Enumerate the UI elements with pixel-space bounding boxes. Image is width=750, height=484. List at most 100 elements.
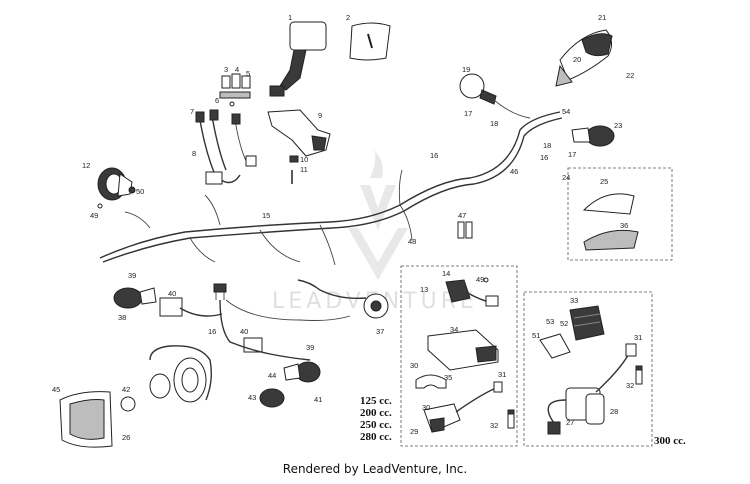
callout-41: 41 [314, 395, 322, 404]
callout-40a: 40 [168, 289, 176, 298]
callout-2: 2 [346, 13, 350, 22]
callout-31a: 31 [498, 370, 506, 379]
callout-26: 26 [122, 433, 130, 442]
bulb-42 [120, 396, 136, 412]
callout-30a: 30 [410, 361, 418, 370]
leadventure-watermark-logo [348, 150, 408, 280]
callout-17b: 17 [568, 150, 576, 159]
engine-size-200: 200 cc. [360, 407, 392, 419]
callout-29: 29 [410, 427, 418, 436]
bracket-51-part [539, 333, 571, 359]
callout-42: 42 [122, 385, 130, 394]
callout-16a: 16 [430, 151, 438, 160]
bracket-part [267, 109, 331, 157]
callout-6: 6 [215, 96, 219, 105]
callout-22: 22 [626, 71, 634, 80]
main-wiring-harness [99, 111, 563, 266]
callout-44: 44 [268, 371, 276, 380]
callout-35: 35 [444, 373, 452, 382]
relay-40-part [159, 297, 263, 353]
relay-fuse-parts [219, 73, 251, 107]
callout-27: 27 [566, 418, 574, 427]
cdi-unit-part [427, 329, 499, 371]
callout-23: 23 [614, 121, 622, 130]
callout-28: 28 [610, 407, 618, 416]
headlight-45 [59, 391, 113, 448]
callout-10: 10 [300, 155, 308, 164]
callout-49a: 49 [90, 211, 98, 220]
callout-50: 50 [136, 187, 144, 196]
callout-34: 34 [450, 325, 458, 334]
callout-32b: 32 [626, 381, 634, 390]
headlight-bracket [149, 345, 213, 403]
callout-16c: 16 [540, 153, 548, 162]
footer-credit: Rendered by LeadVenture, Inc. [282, 462, 468, 476]
turn-signal-44 [283, 361, 321, 383]
turn-signal-23 [571, 125, 615, 147]
callout-39b: 39 [306, 343, 314, 352]
callout-7: 7 [190, 107, 194, 116]
coil-cover-part [349, 22, 391, 61]
callout-18b: 18 [543, 141, 551, 150]
engine-size-300: 300 cc. [654, 435, 686, 447]
cdi-unit-300-part [569, 305, 605, 341]
callout-5: 5 [246, 69, 250, 78]
callout-31b: 31 [634, 333, 642, 342]
callout-1: 1 [288, 13, 292, 22]
callout-49b: 49 [476, 275, 484, 284]
clip-parts-10-11 [289, 155, 299, 184]
callout-13: 13 [420, 285, 428, 294]
callout-labels: 1 2 3 4 5 6 7 8 9 10 11 12 13 14 15 16 1… [52, 13, 642, 442]
engine-size-labels-left: 125 cc. 200 cc. 250 cc. 280 cc. [360, 395, 392, 443]
engine-size-125: 125 cc. [360, 395, 392, 407]
engine-size-250: 250 cc. [360, 419, 392, 431]
callout-52: 52 [560, 319, 568, 328]
coil-bracket-part [415, 374, 447, 389]
callout-40b: 40 [240, 327, 248, 336]
callout-33: 33 [570, 296, 578, 305]
callout-20: 20 [573, 55, 581, 64]
sub-harness-part [195, 109, 257, 185]
callout-32a: 32 [490, 421, 498, 430]
callout-54: 54 [562, 107, 570, 116]
cover-25-part [582, 193, 639, 251]
callout-11: 11 [300, 165, 308, 174]
callout-25: 25 [600, 177, 608, 186]
callout-47: 47 [458, 211, 466, 220]
turn-signal-38 [113, 287, 157, 309]
turn-signal-19 [459, 73, 531, 119]
callout-24: 24 [562, 173, 570, 182]
callout-37: 37 [376, 327, 384, 336]
callout-3: 3 [224, 65, 228, 74]
engine-size-280: 280 cc. [360, 431, 392, 443]
spark-plug-right [635, 365, 643, 385]
callout-19: 19 [462, 65, 470, 74]
lower-harness [213, 283, 351, 361]
callout-43: 43 [248, 393, 256, 402]
fuse-part [457, 221, 473, 239]
callout-21: 21 [598, 13, 606, 22]
callout-36: 36 [620, 221, 628, 230]
callout-30b: 30 [422, 403, 430, 412]
callout-14: 14 [442, 269, 450, 278]
callout-53: 53 [546, 317, 554, 326]
taillight-part [555, 29, 613, 87]
ignition-coil-300cc-part [547, 343, 637, 435]
callout-4: 4 [235, 65, 239, 74]
spark-plug-left [507, 409, 515, 429]
callout-46: 46 [510, 167, 518, 176]
ignition-coil-300-part [423, 381, 503, 433]
cover-kit-box [567, 167, 673, 261]
callout-18a: 18 [490, 119, 498, 128]
callout-38: 38 [118, 313, 126, 322]
relay-part [445, 277, 499, 307]
callout-8: 8 [192, 149, 196, 158]
callout-39a: 39 [128, 271, 136, 280]
callout-51: 51 [532, 331, 540, 340]
ignition-coil-part [269, 21, 327, 97]
callout-9: 9 [318, 111, 322, 120]
turn-signal-43 [259, 388, 285, 408]
cdi-kit-box-right [523, 291, 653, 447]
callout-48: 48 [408, 237, 416, 246]
